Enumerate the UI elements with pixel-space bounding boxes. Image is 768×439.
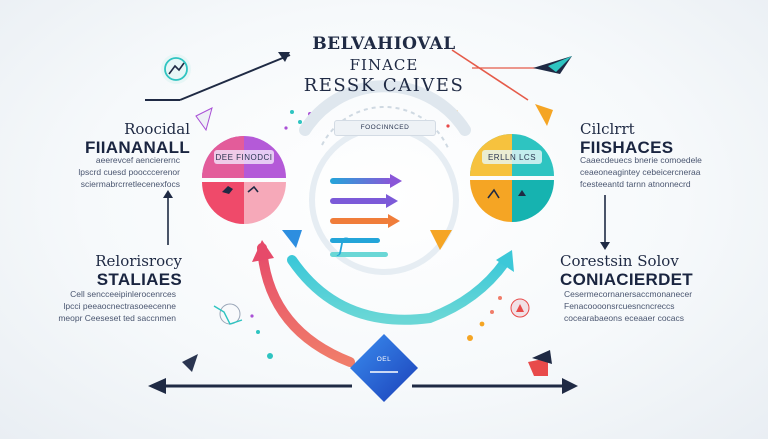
mid-right-block: Corestsin Solov CONIACIERDET <box>560 252 730 290</box>
top-right-desc-line: ceaeoneagintey cebeicercneraa <box>580 167 701 177</box>
title-line-3: RESSK CAIVES <box>303 75 465 96</box>
mid-left-title: STALIAES <box>96 270 182 289</box>
top-left-desc-line: sciermabrcrretlecenexfocs <box>80 179 180 189</box>
title-line-1: BELVAHIOVAL <box>312 34 456 54</box>
center-top-tab: FOOCINNCED <box>334 120 436 136</box>
mid-left-desc-line: meopr Ceeseset ted saccnmen <box>58 313 176 323</box>
mid-right-desc-line: Cesermecornanersaccmonanecer <box>564 289 693 299</box>
top-right-subtitle: Cilclrrt <box>580 120 635 138</box>
mid-right-desc-line: cocearabaeons eceaaer cocacs <box>564 313 685 323</box>
top-right-desc-line: fcesteeantd tarnn atnonnecrd <box>580 179 691 189</box>
title-line-2: FINACE <box>349 56 419 74</box>
chart-icon <box>161 54 191 84</box>
bottom-diamond <box>350 334 418 402</box>
bottom-arrows <box>148 378 578 394</box>
mid-left-description: Cell sencceeipinlerocenrces lpcci peeaoc… <box>30 288 176 324</box>
mid-right-description: Cesermecornanersaccmonanecer Fenacoooons… <box>564 288 734 324</box>
right-circle-label: ERLLN LCS <box>487 153 537 162</box>
top-right-title: FIISHACES <box>580 138 674 157</box>
mid-right-desc-line: Fenacoooonsrcuesncncreccs <box>564 301 675 311</box>
top-left-desc-line: aeerevcef aencierernc <box>95 155 180 165</box>
main-title: BELVAHIOVAL FINACE RESSK CAIVES <box>284 36 484 95</box>
center-top-tab-label: FOOCINNCED <box>360 124 410 131</box>
mid-right-title: CONIACIERDET <box>560 270 693 289</box>
arrow-icon <box>535 104 553 126</box>
mid-left-subtitle: Relorisrocy <box>95 252 182 270</box>
top-right-description: Caaecdeuecs bnerie comoedele ceaeoneagin… <box>580 154 740 190</box>
fire-icon <box>510 298 552 376</box>
top-left-description: aeerevcef aencierernc lpscrd cuesd poocc… <box>44 154 180 190</box>
mid-left-desc-line: lpcci peeaocnectrasoeecenne <box>63 301 176 311</box>
top-right-desc-line: Caaecdeuecs bnerie comoedele <box>580 155 702 165</box>
ecg-icon <box>487 188 526 199</box>
right-circle <box>470 134 554 222</box>
balance-icon <box>195 107 213 132</box>
top-left-title: FIIANANALL <box>85 138 190 157</box>
cycle-ring <box>252 80 514 367</box>
connector-lines <box>145 49 610 250</box>
handshake-icon <box>182 303 243 372</box>
top-right-block: Cilclrrt FIISHACES <box>580 120 730 158</box>
center-arrows: f <box>282 174 452 257</box>
mid-right-subtitle: Corestsin Solov <box>560 252 679 270</box>
mid-left-block: Relorisrocy STALIAES <box>40 252 182 290</box>
paper-plane-icon <box>533 56 572 74</box>
top-left-desc-line: lpscrd cuesd poocccerenor <box>78 167 180 177</box>
runner-icon <box>222 185 259 194</box>
left-circle-label: DEE FINODCI <box>215 153 273 162</box>
diamond-label: OEL <box>376 356 392 363</box>
mid-left-desc-line: Cell sencceeipinlerocenrces <box>70 289 176 299</box>
top-left-subtitle: Roocidal <box>124 120 190 138</box>
top-left-block: Roocidal FIIANANALL <box>40 120 190 158</box>
left-circle <box>202 136 286 224</box>
